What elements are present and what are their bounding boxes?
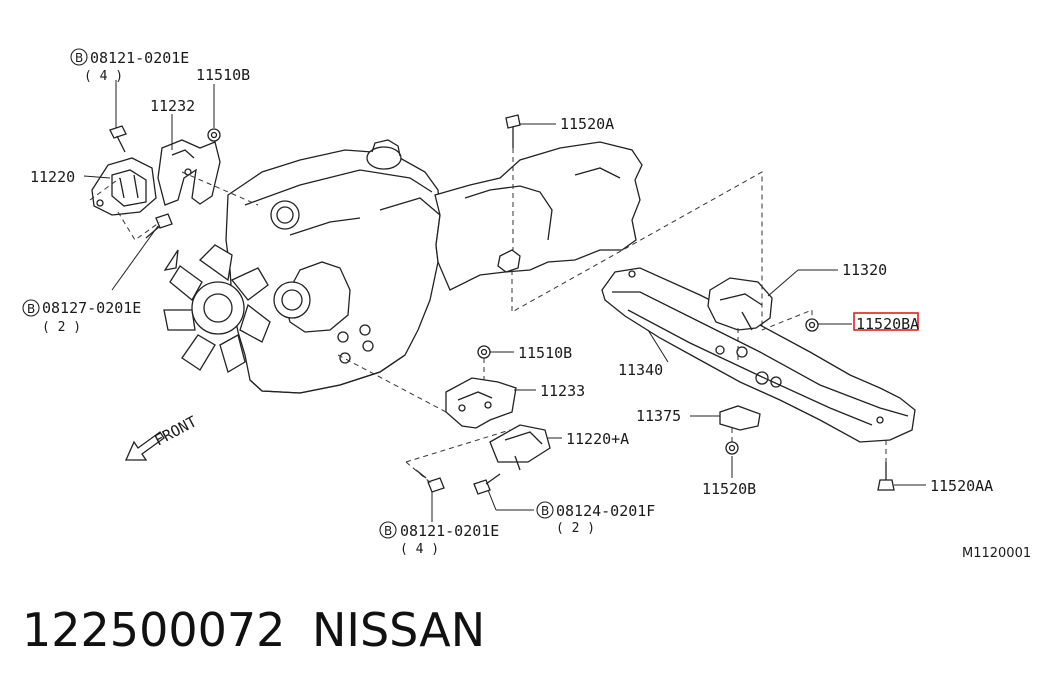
callout-11233: 11233 <box>540 382 585 400</box>
callout-qty-08127: ( 2 ) <box>42 320 81 335</box>
footer-brand: NISSAN <box>312 603 485 657</box>
bolt-symbol: B <box>75 51 83 65</box>
callout-11220a: 11220+A <box>566 430 629 448</box>
callout-11520aa: 11520AA <box>930 477 993 495</box>
bolt-symbol-icon <box>379 521 397 539</box>
plate-11375 <box>719 405 761 431</box>
bolt-11520a <box>505 114 521 148</box>
callout-11520a: 11520A <box>560 115 614 133</box>
bolt-08121-lower <box>415 469 445 493</box>
callout-11510b-top: 11510B <box>196 66 250 84</box>
footer-part-number: 122500072 <box>22 603 285 657</box>
leader-lines <box>83 80 926 522</box>
callout-08127-0201e: 08127-0201E <box>42 299 141 317</box>
diagram-reference-code: M1120001 <box>962 546 1031 561</box>
bolt-11520aa <box>877 462 895 491</box>
callout-08121-0201e-top: 08121-0201E <box>90 49 189 67</box>
nut-11520ba <box>805 318 819 332</box>
bolt-lower-left <box>145 213 173 239</box>
bolt-symbol-icon <box>70 48 88 66</box>
callout-11520ba: 11520BA <box>856 315 919 333</box>
callout-08124-0201f: 08124-0201F <box>556 502 655 520</box>
engine-illustration <box>225 139 643 394</box>
nut-11520b <box>725 441 739 455</box>
assembly-guide-lines <box>89 148 887 485</box>
callout-11520b: 11520B <box>702 480 756 498</box>
callout-qty-08121-top: ( 4 ) <box>84 69 123 84</box>
left-engine-mount <box>91 157 157 216</box>
bolt-08124 <box>473 473 501 495</box>
bracket-11233 <box>445 377 517 429</box>
callout-11340: 11340 <box>618 361 663 379</box>
bolt-symbol: B <box>27 302 35 316</box>
bolt-symbol-icon <box>22 299 40 317</box>
callout-qty-08124: ( 2 ) <box>556 521 595 536</box>
callout-11220: 11220 <box>30 168 75 186</box>
front-arrow-icon <box>124 431 165 461</box>
callout-highlight-box <box>853 312 919 331</box>
nut-11510b-top <box>207 128 221 142</box>
bolt-symbol: B <box>384 524 392 538</box>
bolt-symbol: B <box>541 504 549 518</box>
callout-11375: 11375 <box>636 407 681 425</box>
callout-11320: 11320 <box>842 261 887 279</box>
bolt-symbol-icon <box>536 501 554 519</box>
bracket-11232 <box>157 139 221 206</box>
crossmember-11340 <box>601 267 916 443</box>
bolt-upper-left <box>109 125 127 153</box>
nut-11510b-mid <box>477 345 491 359</box>
cooling-fan <box>163 244 271 373</box>
callout-qty-08121-bottom: ( 4 ) <box>400 542 439 557</box>
callout-11232: 11232 <box>150 97 195 115</box>
insulator-11220a <box>489 424 551 471</box>
rear-mount-11320 <box>707 277 773 331</box>
callout-11510b-mid: 11510B <box>518 344 572 362</box>
callout-08121-0201e-bottom: 08121-0201E <box>400 522 499 540</box>
front-label: FRONT <box>151 412 199 449</box>
